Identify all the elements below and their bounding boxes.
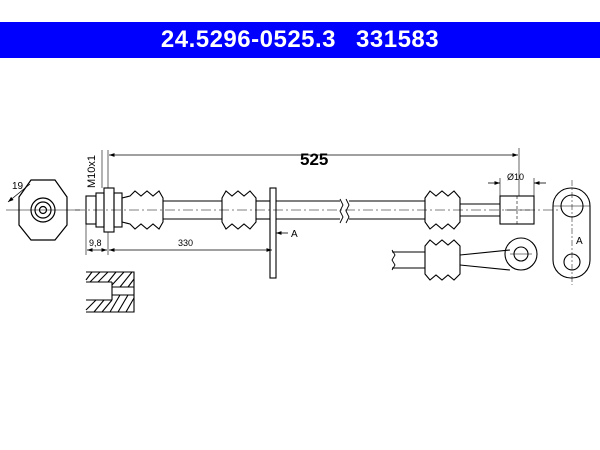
bracket-section-label: A [291,229,298,240]
hex-fitting-end-view [6,179,80,241]
fitting-offset-label: 9,8 [89,238,102,248]
part-number: 24.5296-0525.3 [160,26,337,53]
bracket-callout: A [276,229,298,240]
brake-hose-side-view [75,187,560,279]
fitting-offset-dimension: 9,8 [85,224,109,255]
thread-label: M10x1 [86,155,98,188]
total-length-label: 525 [300,150,328,169]
eye-diameter-dimension: Ø10 [488,172,546,196]
eye-diameter-label: Ø10 [507,172,524,182]
reference-number: 331583 [356,26,440,53]
fitting-section-detail [85,271,135,313]
section-a-view [552,180,591,285]
hex-size-dimension: 19 [7,181,31,203]
section-view-label: A [576,236,583,247]
bracket-distance-dimension: 330 [109,238,272,252]
thread-dimension: M10x1 [86,150,103,188]
title-bar: 24.5296-0525.3 331583 [0,22,600,58]
hex-size-label: 19 [12,181,24,192]
bracket-distance-label: 330 [178,238,193,248]
eye-fitting-view [391,237,538,281]
total-length-dimension: 525 [107,148,520,196]
